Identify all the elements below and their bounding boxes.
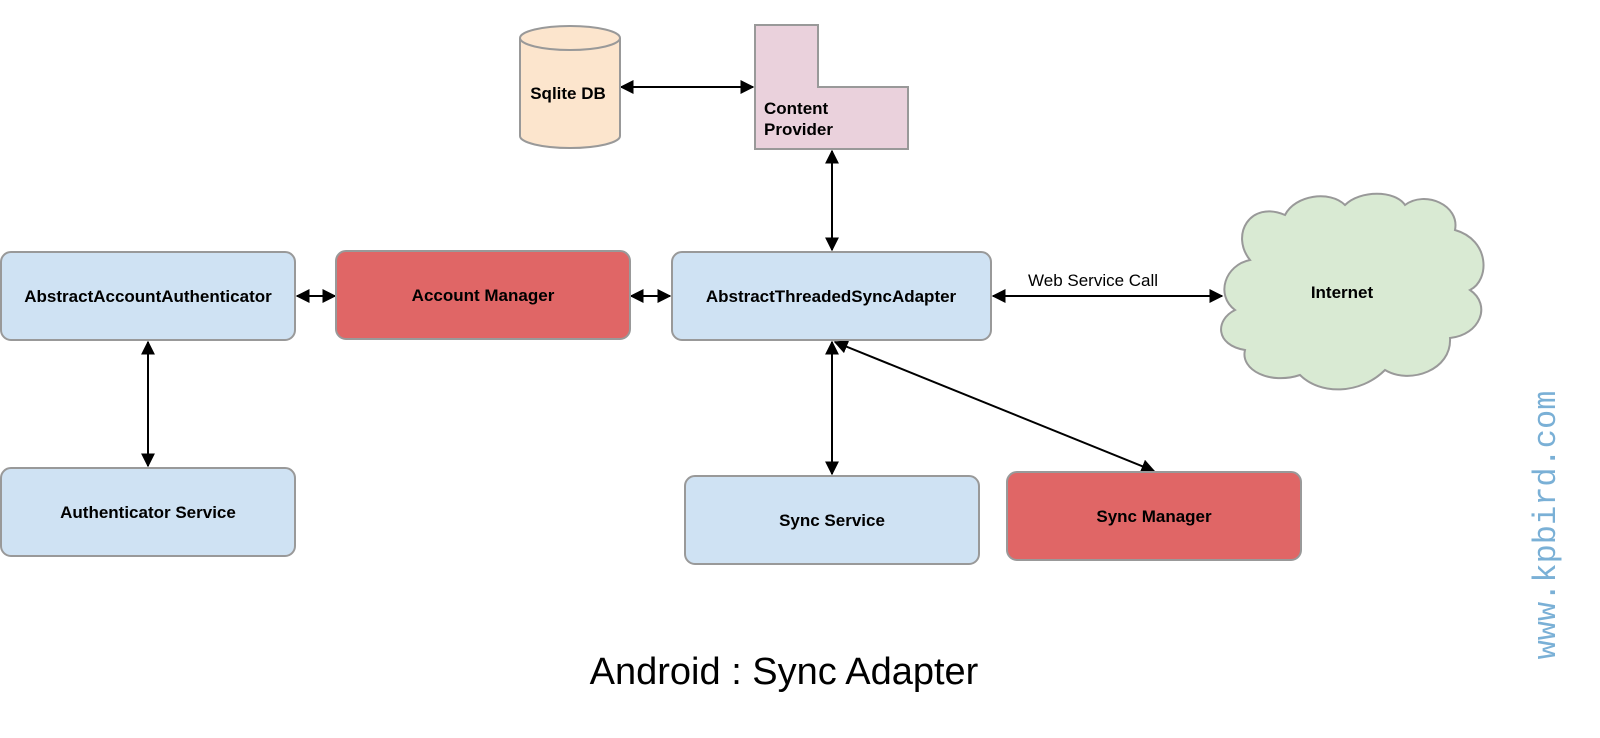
sync-manager-label: Sync Manager	[1096, 507, 1212, 526]
sqlite-db-node: Sqlite DB	[519, 25, 621, 149]
content-provider-node: Content Provider	[754, 24, 909, 150]
abstract-threaded-sync-adapter-label: AbstractThreadedSyncAdapter	[706, 287, 957, 306]
authenticator-service-label: Authenticator Service	[60, 503, 236, 522]
watermark: www.kpbird.com	[1528, 391, 1565, 660]
abstract-account-authenticator-node: AbstractAccountAuthenticator	[0, 251, 296, 341]
internet-cloud-node: Internet	[1220, 192, 1485, 391]
sync-service-label: Sync Service	[779, 511, 885, 530]
sqlite-db-label: Sqlite DB	[530, 84, 606, 103]
sync-service-node: Sync Service	[684, 475, 980, 565]
content-provider-label-line2: Provider	[764, 120, 833, 139]
account-manager-label: Account Manager	[412, 286, 555, 305]
diagram-title: Android : Sync Adapter	[590, 651, 979, 693]
authenticator-service-node: Authenticator Service	[0, 467, 296, 557]
account-manager-node: Account Manager	[335, 250, 631, 340]
internet-label: Internet	[1311, 283, 1374, 302]
edge-label-web-service-call: Web Service Call	[1028, 271, 1158, 290]
abstract-account-authenticator-label: AbstractAccountAuthenticator	[24, 287, 272, 306]
edge-sync-adapter-sync-manager	[833, 340, 1156, 473]
content-provider-label-line1: Content	[764, 99, 829, 118]
abstract-threaded-sync-adapter-node: AbstractThreadedSyncAdapter	[671, 251, 992, 341]
sync-manager-node: Sync Manager	[1006, 471, 1302, 561]
